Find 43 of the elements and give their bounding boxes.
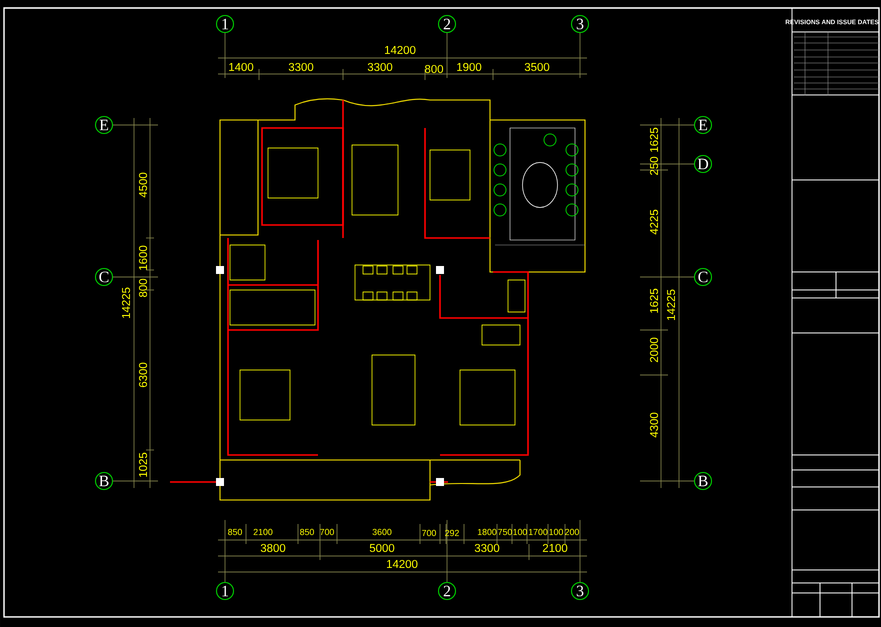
dimension-text: 1800 bbox=[478, 528, 496, 536]
dimension-text: 1700 bbox=[528, 528, 548, 536]
dimension-text: 14225 bbox=[122, 288, 130, 318]
dimension-text: 100 bbox=[513, 528, 527, 536]
dimension-text: 2100 bbox=[542, 544, 568, 552]
dimension-text: 3300 bbox=[288, 62, 314, 72]
dimension-text: 850 bbox=[300, 528, 314, 536]
dimension-text: 700 bbox=[320, 528, 334, 536]
axis-bubble: E bbox=[94, 116, 114, 134]
axis-bubble: E bbox=[694, 116, 712, 134]
dimension-text: 2000 bbox=[650, 338, 658, 362]
axis-bubble: B bbox=[694, 472, 712, 490]
dimension-text: 3600 bbox=[372, 528, 392, 536]
dimension-text: 14225 bbox=[666, 290, 676, 320]
dimension-text: 1900 bbox=[457, 62, 482, 72]
dimension-text: 800 bbox=[424, 64, 444, 74]
axis-bubble: 2 bbox=[438, 14, 456, 34]
axis-bubble: 1 bbox=[216, 14, 234, 34]
dimension-text: 250 bbox=[650, 156, 658, 175]
axis-bubble: D bbox=[694, 154, 712, 174]
dimension-text: 14200 bbox=[387, 560, 418, 568]
dimension-text: 700 bbox=[422, 530, 436, 536]
dimension-text: 292 bbox=[445, 530, 459, 536]
axis-bubble: 3 bbox=[570, 582, 590, 600]
dimension-text: 6300 bbox=[138, 362, 148, 388]
axis-bubble: C bbox=[94, 268, 114, 286]
dimension-text: 4225 bbox=[650, 210, 658, 234]
axis-bubble: 1 bbox=[216, 582, 234, 600]
dimension-text: 750 bbox=[498, 528, 512, 536]
dimension-text: 1625 bbox=[650, 128, 658, 152]
dimension-text: 4300 bbox=[650, 412, 658, 438]
dimension-text: 800 bbox=[138, 278, 148, 298]
axis-bubble: B bbox=[94, 472, 114, 490]
dimension-text: 850 bbox=[228, 528, 242, 536]
dimension-text: 4500 bbox=[138, 172, 148, 198]
axis-bubble: C bbox=[694, 268, 712, 286]
dimension-text: 5000 bbox=[370, 544, 394, 552]
axis-bubble: 2 bbox=[438, 582, 456, 600]
dimension-text: 3300 bbox=[368, 62, 392, 72]
dimension-text: 100 bbox=[549, 528, 563, 536]
dimension-text: 200 bbox=[565, 528, 579, 536]
axis-bubble: 3 bbox=[570, 14, 590, 34]
dimension-text: 2100 bbox=[254, 528, 272, 536]
